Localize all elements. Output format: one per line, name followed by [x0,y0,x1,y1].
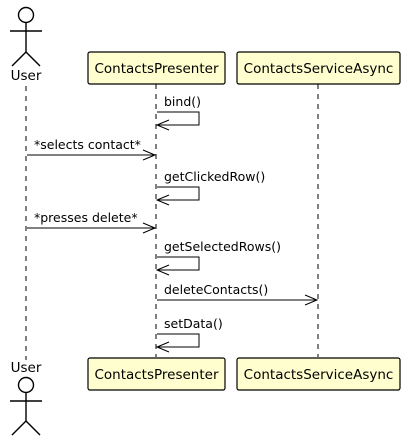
message-label: *selects contact* [34,137,141,152]
message-label: bind() [164,94,201,109]
participant-label: ContactsPresenter [94,61,219,77]
message-selects-contact: *selects contact* [27,137,157,161]
actor-user-bottom: User [10,360,42,436]
message-label: getClickedRow() [164,169,265,184]
message-label: setData() [164,316,223,331]
message-label: getSelectedRows() [164,239,281,254]
participant-label: ContactsServiceAsync [244,367,394,383]
message-delete-contacts: deleteContacts() [157,282,319,306]
participant-label: ContactsPresenter [94,367,219,383]
message-get-selected-rows: getSelectedRows() [155,239,281,276]
participant-presenter-top: ContactsPresenter [87,51,226,85]
participant-presenter-bottom: ContactsPresenter [87,357,226,391]
message-get-clicked-row: getClickedRow() [155,169,265,206]
message-bind: bind() [155,94,201,131]
message-label: *presses delete* [34,210,138,225]
participant-service-bottom: ContactsServiceAsync [236,357,401,391]
actor-label: User [11,68,42,84]
actor-user-top: User [10,6,42,84]
message-set-data: setData() [155,316,223,353]
message-presses-delete: *presses delete* [27,210,157,234]
participant-service-top: ContactsServiceAsync [236,51,401,85]
participant-label: ContactsServiceAsync [244,61,394,77]
actor-label: User [11,360,42,376]
message-label: deleteContacts() [164,282,268,297]
actor-head-icon [17,6,35,24]
actor-head-icon [17,376,35,394]
